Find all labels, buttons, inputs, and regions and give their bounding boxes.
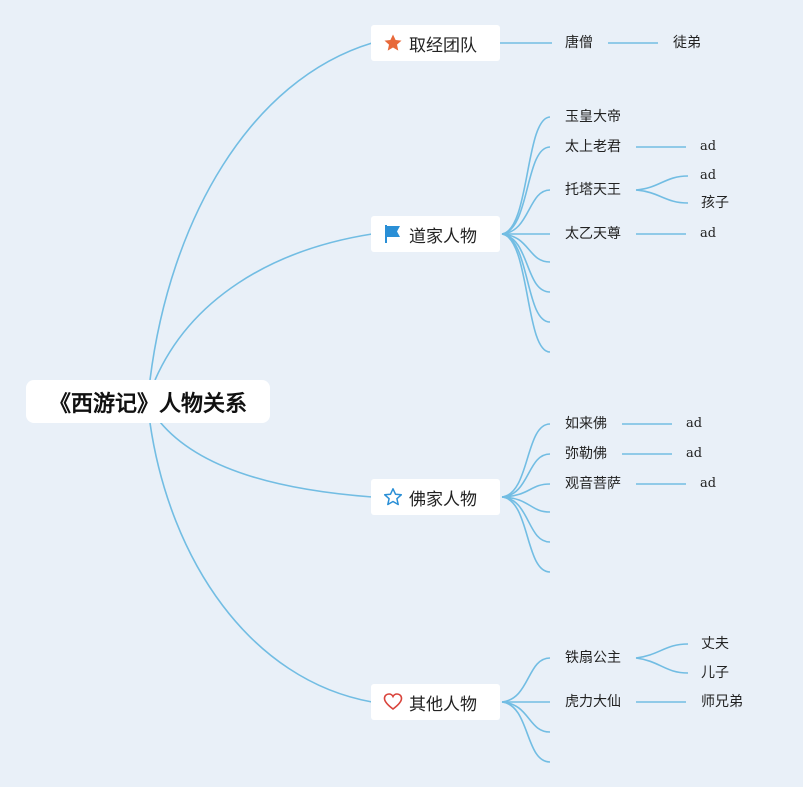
leaf-tieshan-husband[interactable]: 丈夫: [701, 636, 729, 652]
connector-root-others: [149, 422, 373, 703]
connector-taoist-3: [501, 189, 551, 235]
leaf-tianwang[interactable]: 托塔天王: [565, 182, 621, 198]
leaf-laojun-ad[interactable]: ad: [700, 139, 717, 154]
connector-taoist-5: [501, 233, 551, 263]
leaf-rulai-ad[interactable]: ad: [686, 416, 703, 431]
connector-buddhist-1: [501, 423, 551, 498]
connector-others-1: [501, 657, 551, 703]
leaf-mile-ad[interactable]: ad: [686, 446, 703, 461]
connector-tieshan-husband: [635, 643, 689, 659]
connector-root-team: [149, 42, 373, 381]
branch-node-team[interactable]: 取经团队: [371, 25, 500, 61]
leaf-tianwang-ad[interactable]: ad: [700, 168, 717, 183]
connector-tianwang-ad: [635, 175, 689, 191]
connector-taoist-1: [501, 116, 551, 235]
branch-label-buddhist: 佛家人物: [409, 489, 477, 510]
connector-buddhist-3: [501, 483, 551, 498]
connector-taoist-8: [501, 233, 551, 353]
leaf-yuhuang[interactable]: 玉皇大帝: [565, 109, 621, 125]
connector-others-3: [501, 701, 551, 733]
star-icon: [384, 34, 402, 51]
leaf-taiyi-ad[interactable]: ad: [700, 226, 717, 241]
leaf-laojun[interactable]: 太上老君: [565, 139, 621, 155]
connector-root-taoist: [154, 233, 373, 381]
connector-buddhist-6: [501, 496, 551, 573]
leaf-taiyi[interactable]: 太乙天尊: [565, 226, 621, 242]
connector-tieshan-son: [635, 657, 689, 674]
leaf-tieshan-son[interactable]: 儿子: [701, 665, 729, 681]
connector-others-4: [501, 701, 551, 763]
branch-node-buddhist[interactable]: 佛家人物: [371, 479, 500, 515]
leaf-guanyin[interactable]: 观音菩萨: [565, 476, 621, 492]
leaf-huli-brother[interactable]: 师兄弟: [701, 694, 743, 710]
star-outline-icon: [383, 488, 403, 506]
leaf-tianwang-child[interactable]: 孩子: [701, 195, 729, 211]
branch-label-taoist: 道家人物: [409, 226, 477, 247]
leaf-mile[interactable]: 弥勒佛: [565, 446, 607, 462]
leaf-tangseng-disciple[interactable]: 徒弟: [673, 35, 701, 51]
leaf-guanyin-ad[interactable]: ad: [700, 476, 717, 491]
connector-root-buddhist: [159, 421, 373, 498]
connector-taoist-6: [501, 233, 551, 293]
branch-label-others: 其他人物: [409, 694, 477, 715]
root-label: 《西游记》人物关系: [48, 391, 247, 417]
leaf-rulai[interactable]: 如来佛: [565, 416, 607, 432]
heart-icon: [383, 693, 403, 711]
root-node[interactable]: 《西游记》人物关系: [26, 380, 270, 423]
connector-buddhist-5: [501, 496, 551, 543]
connector-tianwang-child: [635, 189, 689, 204]
connector-buddhist-2: [501, 453, 551, 498]
leaf-tangseng[interactable]: 唐僧: [565, 35, 593, 51]
branch-node-others[interactable]: 其他人物: [371, 684, 500, 720]
flag-icon: [385, 225, 400, 243]
leaf-tieshan[interactable]: 铁扇公主: [565, 650, 621, 666]
branch-node-taoist[interactable]: 道家人物: [371, 216, 500, 252]
connector-taoist-2: [501, 146, 551, 235]
branch-label-team: 取经团队: [409, 35, 477, 56]
leaf-huli[interactable]: 虎力大仙: [565, 694, 621, 710]
